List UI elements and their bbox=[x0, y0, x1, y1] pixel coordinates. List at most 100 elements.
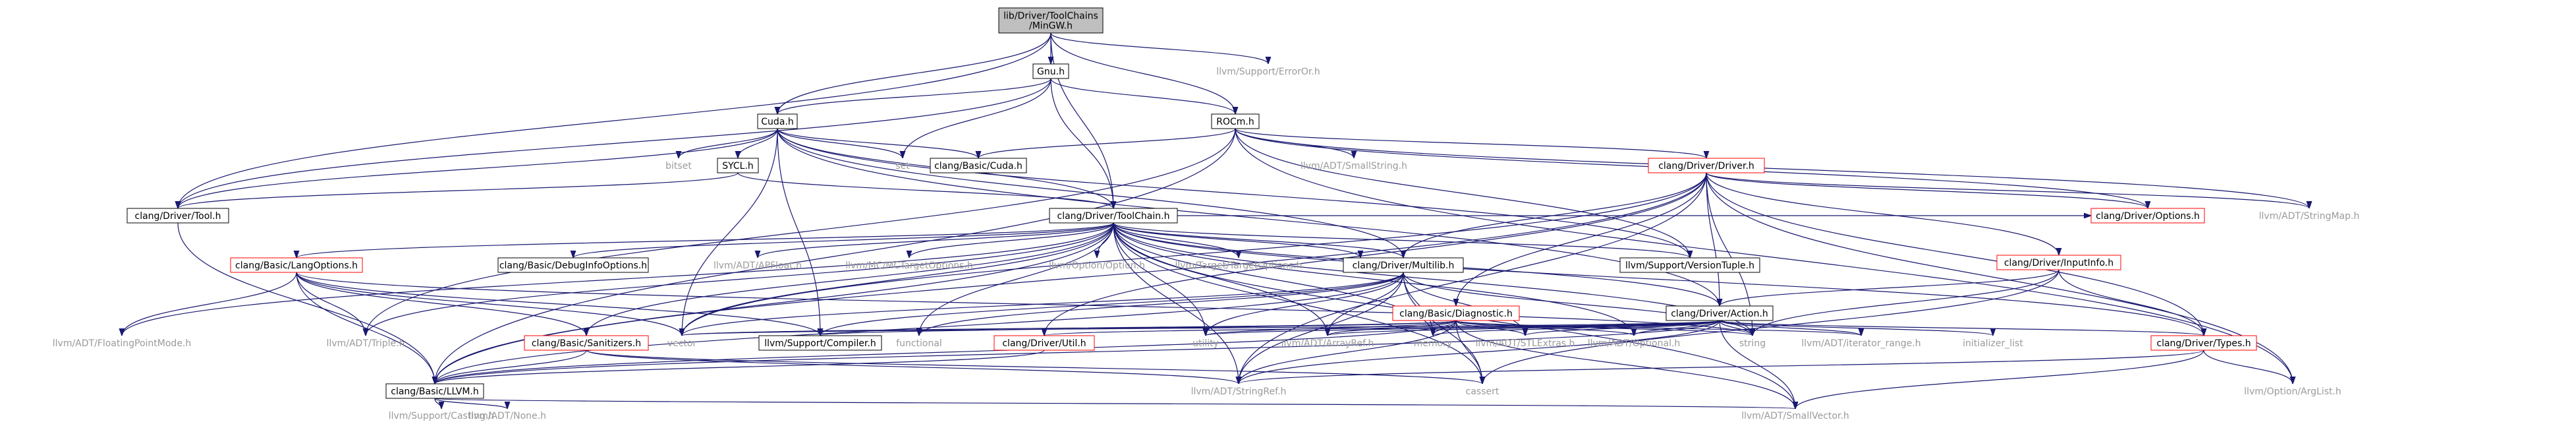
include-edge-multilib-to-compiler bbox=[820, 272, 1404, 336]
node-label-cassert: cassert bbox=[1466, 386, 1499, 397]
include-edge-sanitizers-to-cassert bbox=[586, 350, 1482, 384]
include-edge-driverh-to-arglist bbox=[1706, 172, 2293, 384]
include-edge-types-to-smallvector bbox=[1795, 350, 2204, 410]
node-versiontuple[interactable]: llvm/Support/VersionTuple.h bbox=[1619, 257, 1760, 273]
node-box-rocm bbox=[1211, 113, 1260, 129]
node-label-set: set bbox=[895, 161, 910, 171]
include-edge-cuda-to-basiccuda bbox=[777, 128, 978, 159]
include-edge-driverh-to-vector bbox=[682, 172, 1707, 336]
node-bitset: bitset bbox=[665, 161, 692, 171]
include-edge-toolchain-to-sanitizers bbox=[586, 222, 1114, 336]
node-multilib[interactable]: clang/Driver/Multilib.h bbox=[1343, 257, 1464, 273]
include-edge-basicllvm-to-smallvector bbox=[434, 398, 1795, 409]
node-label-versiontuple: llvm/Support/VersionTuple.h bbox=[1625, 260, 1754, 271]
include-edge-rocm-to-basiccuda bbox=[978, 128, 1236, 159]
include-edge-driverutil-to-basicllvm bbox=[435, 350, 1045, 384]
node-label-arglist: llvm/Option/ArgList.h bbox=[2244, 386, 2341, 397]
node-tool[interactable]: clang/Driver/Tool.h bbox=[126, 208, 229, 224]
include-edge-cuda-to-versiontuple bbox=[777, 128, 1690, 258]
include-edge-action-to-iterrange bbox=[1719, 320, 1861, 336]
include-edge-action-to-utility bbox=[1206, 320, 1720, 336]
include-edge-action-to-types bbox=[1719, 320, 2204, 336]
include-edge-mingw-to-erroror bbox=[1050, 32, 1268, 65]
include-edge-mingw-to-tool bbox=[178, 32, 1051, 208]
include-edge-driverh-to-action bbox=[1706, 172, 1720, 306]
include-edge-mingw-to-toolchain bbox=[1050, 32, 1113, 208]
node-box-action bbox=[1666, 305, 1774, 321]
include-edge-action-to-basicllvm bbox=[435, 320, 1720, 384]
node-basicllvm[interactable]: clang/Basic/LLVM.h bbox=[385, 383, 484, 399]
node-box-toolchain bbox=[1049, 208, 1178, 224]
node-basiccuda[interactable]: clang/Basic/Cuda.h bbox=[930, 158, 1027, 173]
node-sanitizers[interactable]: clang/Basic/Sanitizers.h bbox=[524, 335, 649, 351]
include-edge-cuda-to-vector bbox=[682, 128, 778, 336]
node-label-cuda: Cuda.h bbox=[761, 117, 793, 127]
include-edge-rocm-to-arglist bbox=[1235, 128, 2293, 384]
node-cuda[interactable]: Cuda.h bbox=[757, 113, 798, 129]
node-gnu[interactable]: Gnu.h bbox=[1032, 63, 1069, 79]
include-edge-inputinfo-to-string bbox=[1752, 269, 2059, 336]
include-edge-langoptions-to-sanitizers bbox=[296, 272, 586, 336]
node-action[interactable]: clang/Driver/Action.h bbox=[1666, 305, 1774, 321]
node-driverutil[interactable]: clang/Driver/Util.h bbox=[994, 335, 1095, 351]
node-rocm[interactable]: ROCm.h bbox=[1211, 113, 1260, 129]
include-edge-types-to-arglist bbox=[2203, 350, 2293, 384]
include-edge-sycl-to-tool bbox=[178, 172, 739, 209]
node-toolchain[interactable]: clang/Driver/ToolChain.h bbox=[1049, 208, 1178, 224]
node-memory: memory bbox=[1414, 338, 1453, 349]
node-label-action: clang/Driver/Action.h bbox=[1671, 309, 1768, 319]
node-compiler[interactable]: llvm/Support/Compiler.h bbox=[758, 335, 882, 351]
node-label-functional: functional bbox=[896, 338, 942, 349]
include-edge-multilib-to-basicllvm bbox=[435, 272, 1404, 384]
include-edge-diagnostic-to-compiler bbox=[820, 320, 1457, 336]
node-label-compiler: llvm/Support/Compiler.h bbox=[764, 338, 876, 349]
node-smallstring: llvm/ADT/SmallString.h bbox=[1301, 161, 1407, 171]
node-label-gnu: Gnu.h bbox=[1037, 67, 1065, 77]
node-label-optoption: llvm/Option/Option.h bbox=[1049, 260, 1145, 271]
node-box-types bbox=[2150, 335, 2257, 351]
include-edge-diagnostic-to-iterrange bbox=[1455, 320, 1861, 336]
node-label-options: clang/Driver/Options.h bbox=[2096, 211, 2200, 222]
node-optoption: llvm/Option/Option.h bbox=[1049, 260, 1145, 271]
node-label-stringref: llvm/ADT/StringRef.h bbox=[1191, 386, 1287, 397]
node-label-none: llvm/ADT/None.h bbox=[468, 411, 546, 421]
node-inputinfo[interactable]: clang/Driver/InputInfo.h bbox=[1996, 255, 2121, 270]
node-casting: llvm/Support/Casting.h bbox=[389, 411, 495, 421]
node-box-langoptions bbox=[230, 257, 363, 273]
node-types[interactable]: clang/Driver/Types.h bbox=[2150, 335, 2257, 351]
include-edge-toolchain-to-utility bbox=[1113, 222, 1206, 336]
node-diagnostic[interactable]: clang/Basic/Diagnostic.h bbox=[1392, 305, 1520, 321]
node-debuginfo[interactable]: clang/Basic/DebugInfoOptions.h bbox=[497, 257, 649, 273]
node-functional: functional bbox=[896, 338, 942, 349]
node-label-mingw: lib/Driver/ToolChains bbox=[1003, 11, 1098, 22]
node-none: llvm/ADT/None.h bbox=[468, 411, 546, 421]
include-edge-rocm-to-triple bbox=[366, 128, 1236, 336]
include-edge-toolchain-to-versiontuple bbox=[1113, 222, 1690, 259]
node-box-driverutil bbox=[994, 335, 1095, 351]
node-label-stringmap: llvm/ADT/StringMap.h bbox=[2259, 211, 2360, 222]
node-box-sanitizers bbox=[524, 335, 649, 351]
node-stlextras: llvm/ADT/STLExtras.h bbox=[1476, 338, 1575, 349]
node-box-sycl bbox=[717, 158, 759, 173]
include-edge-action-to-arrayref bbox=[1328, 320, 1720, 336]
node-box-gnu bbox=[1032, 63, 1069, 79]
node-smallvector: llvm/ADT/SmallVector.h bbox=[1741, 411, 1849, 421]
node-initlist: initializer_list bbox=[1963, 338, 2023, 349]
include-edge-action-to-string bbox=[1719, 320, 1752, 336]
node-box-basiccuda bbox=[930, 158, 1027, 173]
include-edge-action-to-vector bbox=[682, 320, 1720, 336]
node-mingw[interactable]: lib/Driver/ToolChains/MinGW.h bbox=[998, 7, 1104, 34]
include-edge-action-to-optional bbox=[1634, 320, 1720, 336]
node-cassert: cassert bbox=[1466, 386, 1499, 397]
node-driverh[interactable]: clang/Driver/Driver.h bbox=[1648, 158, 1765, 173]
node-sycl[interactable]: SYCL.h bbox=[717, 158, 759, 173]
node-targetoptions: llvm/Target/TargetOptions.h bbox=[1175, 260, 1302, 271]
node-langoptions[interactable]: clang/Basic/LangOptions.h bbox=[230, 257, 363, 273]
node-options[interactable]: clang/Driver/Options.h bbox=[2090, 208, 2205, 224]
node-label-targetoptions: llvm/Target/TargetOptions.h bbox=[1175, 260, 1302, 271]
node-arglist: llvm/Option/ArgList.h bbox=[2244, 386, 2341, 397]
include-edge-toolchain-to-mctarget bbox=[909, 222, 1114, 259]
include-edge-mingw-to-rocm bbox=[1050, 32, 1235, 114]
include-edge-diagnostic-to-string bbox=[1455, 320, 1752, 336]
